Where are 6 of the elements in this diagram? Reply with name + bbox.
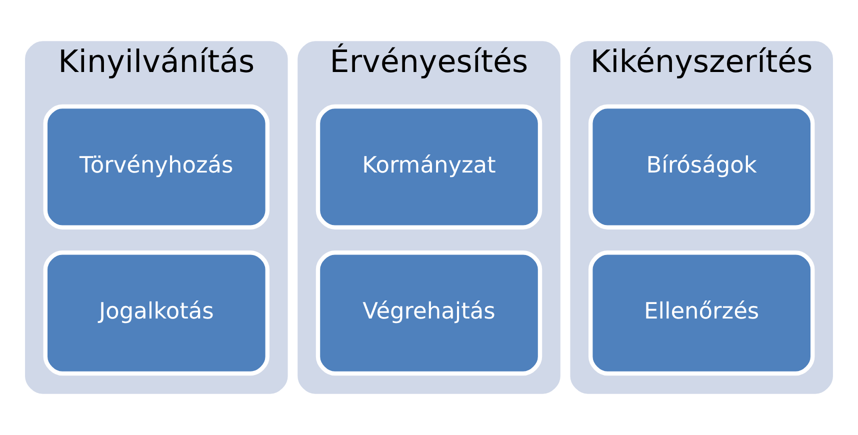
- node-box: Bíróságok: [588, 104, 815, 230]
- node-box: Jogalkotás: [43, 250, 270, 376]
- node-box: Végrehajtás: [316, 250, 542, 376]
- node-box: Törvényhozás: [43, 104, 270, 230]
- node-box: Ellenőrzés: [588, 250, 815, 376]
- node-box: Kormányzat: [316, 104, 542, 230]
